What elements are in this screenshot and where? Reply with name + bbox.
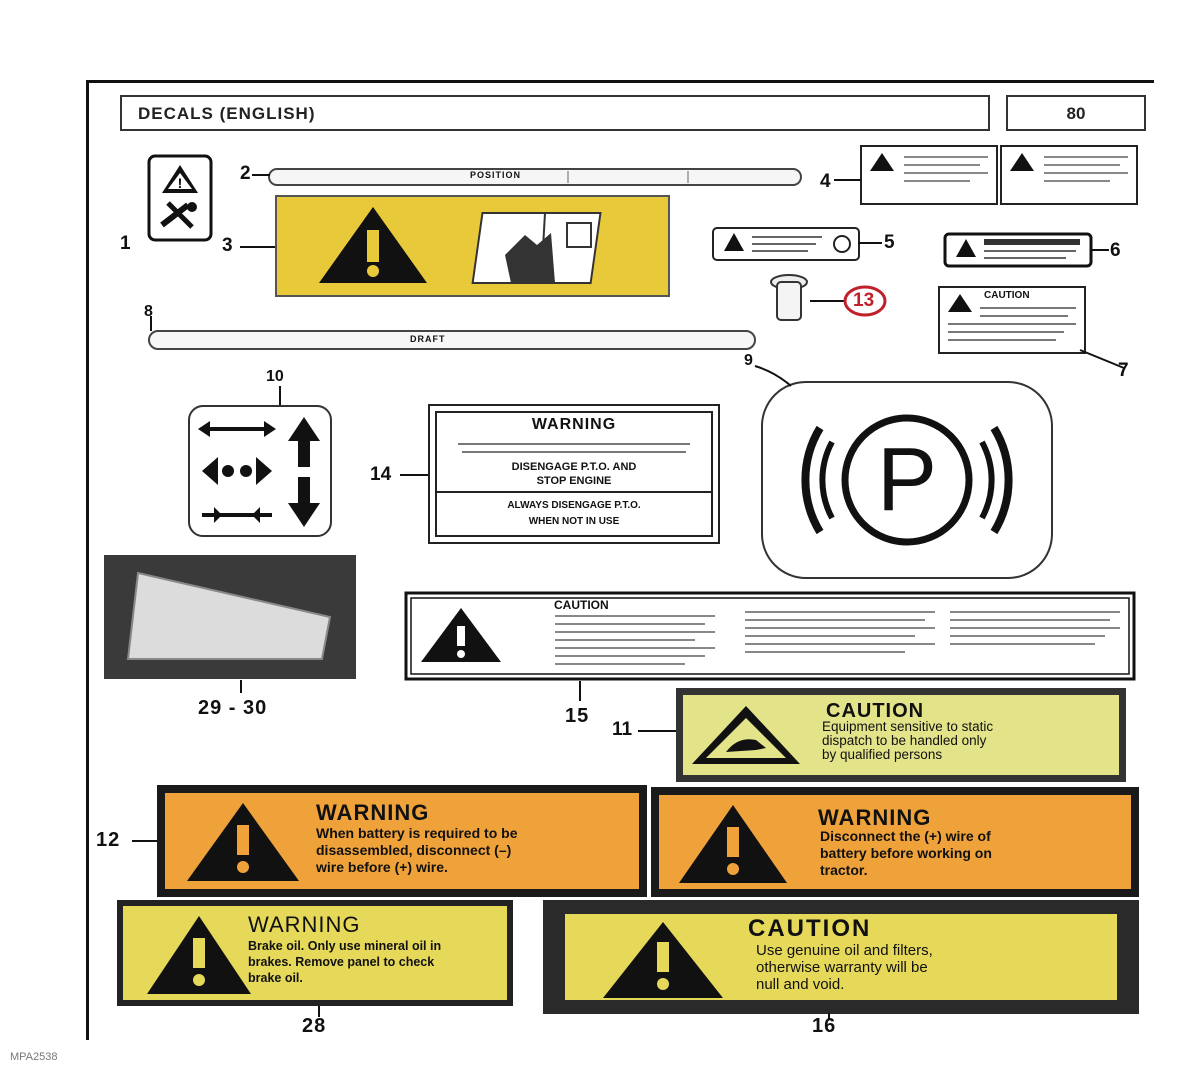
leader-14: [400, 474, 428, 476]
decal-8-word: DRAFT: [410, 334, 446, 344]
decal-10-graphic: [188, 405, 332, 537]
page-title: DECALS (ENGLISH): [120, 95, 990, 131]
leader-7: [1079, 349, 1125, 369]
decal-12b-line1: Disconnect the (+) wire of: [820, 828, 991, 844]
callout-7: 7: [1118, 360, 1129, 381]
decal-28-line2: brakes. Remove panel to check: [248, 955, 435, 969]
callout-1: 1: [120, 233, 131, 254]
leader-29-30: [240, 680, 242, 693]
leader-10: [279, 386, 281, 405]
callout-9: 9: [744, 352, 753, 369]
decal-11-line1: Equipment sensitive to static: [822, 719, 994, 734]
leader-28: [318, 1006, 320, 1017]
callout-10: 10: [266, 368, 284, 385]
decal-28-line3: brake oil.: [248, 971, 303, 985]
decal-4-graphic: [860, 145, 1138, 205]
decal-7-graphic: [938, 286, 1086, 354]
decal-14-heading: WARNING: [531, 416, 617, 433]
decal-11-line2: dispatch to be handled only: [822, 733, 987, 748]
decal-28-line1: Brake oil. Only use mineral oil in: [248, 939, 442, 953]
leader-9: [754, 365, 792, 387]
decal-12a-graphic: [157, 785, 647, 897]
decal-6-graphic: [943, 232, 1093, 268]
decal-11-graphic: [676, 688, 1126, 782]
leader-4: [834, 179, 861, 181]
callout-11: 11: [612, 719, 633, 740]
decal-14-line1: DISENGAGE P.T.O. AND: [511, 461, 637, 473]
decal-12a-heading: WARNING: [316, 800, 430, 825]
callout-3: 3: [222, 235, 233, 256]
decal-7-heading: CAUTION: [984, 290, 1030, 301]
decal-5-graphic: [712, 227, 860, 261]
svg-text:!: !: [178, 175, 183, 191]
decal-14-line2: STOP ENGINE: [536, 475, 612, 487]
decal-8-strip: [148, 330, 756, 350]
decal-12a-line2: disassembled, disconnect (–): [316, 842, 512, 858]
decal-15-graphic: [404, 591, 1136, 681]
decal-1-graphic: !: [147, 154, 213, 242]
callout-28: 28: [302, 1015, 327, 1037]
callout-16: 16: [812, 1015, 837, 1037]
callout-8: 8: [144, 303, 153, 320]
callout-4: 4: [820, 171, 831, 192]
decal-16-line2: otherwise warranty will be: [756, 959, 928, 976]
decal-12a-line3: wire before (+) wire.: [316, 859, 448, 875]
decal-16-line3: null and void.: [756, 976, 845, 993]
decal-12b-line3: tractor.: [820, 862, 868, 878]
decal-28-heading: WARNING: [248, 912, 361, 937]
decal-3-graphic: [275, 195, 670, 297]
decal-11-line3: by qualified persons: [822, 747, 943, 762]
decal-16-graphic: [543, 900, 1139, 1014]
decal-28-graphic: [117, 900, 513, 1006]
decal-15-heading: CAUTION: [554, 598, 609, 612]
decal-12b-heading: WARNING: [818, 805, 932, 830]
leader-6: [1090, 249, 1109, 251]
decal-9-symbol: P: [876, 430, 938, 530]
decal-14-line3: ALWAYS DISENGAGE P.T.O.: [507, 500, 641, 511]
page-number: 80: [1006, 95, 1146, 131]
decal-29-30-reflector: [104, 555, 356, 679]
decal-2-word: POSITION: [470, 170, 522, 180]
callout-2: 2: [240, 163, 251, 184]
figure-code: MPA2538: [10, 1051, 58, 1063]
decal-16-line1: Use genuine oil and filters,: [756, 942, 933, 959]
leader-13: [810, 300, 845, 302]
leader-3: [240, 246, 275, 248]
decal-12a-line1: When battery is required to be: [316, 825, 518, 841]
callout-15: 15: [565, 705, 590, 727]
callout-29-30: 29 - 30: [198, 697, 268, 719]
decal-12b-line2: battery before working on: [820, 845, 992, 861]
leader-12: [132, 840, 157, 842]
callout-12: 12: [96, 829, 121, 851]
decal-11-heading: CAUTION: [826, 700, 925, 722]
leader-16: [828, 1013, 830, 1020]
leader-15: [579, 681, 581, 701]
callout-6: 6: [1110, 240, 1121, 261]
leader-5: [858, 242, 882, 244]
callout-13-circle: [843, 285, 887, 317]
leader-2: [252, 174, 270, 176]
decal-14-line4: WHEN NOT IN USE: [528, 516, 620, 527]
decal-14-frame: [428, 404, 720, 544]
decal-16-heading: CAUTION: [748, 915, 872, 942]
leader-8: [150, 316, 152, 331]
diagram-frame: [86, 80, 1154, 1040]
callout-5: 5: [884, 232, 895, 253]
callout-13: 13: [853, 290, 875, 311]
leader-11: [638, 730, 676, 732]
decal-13-pin: [770, 274, 808, 321]
decal-12b-graphic: [651, 787, 1139, 897]
decal-2-strip: [268, 168, 802, 186]
callout-14: 14: [370, 464, 392, 485]
decal-9-graphic: [761, 381, 1053, 579]
